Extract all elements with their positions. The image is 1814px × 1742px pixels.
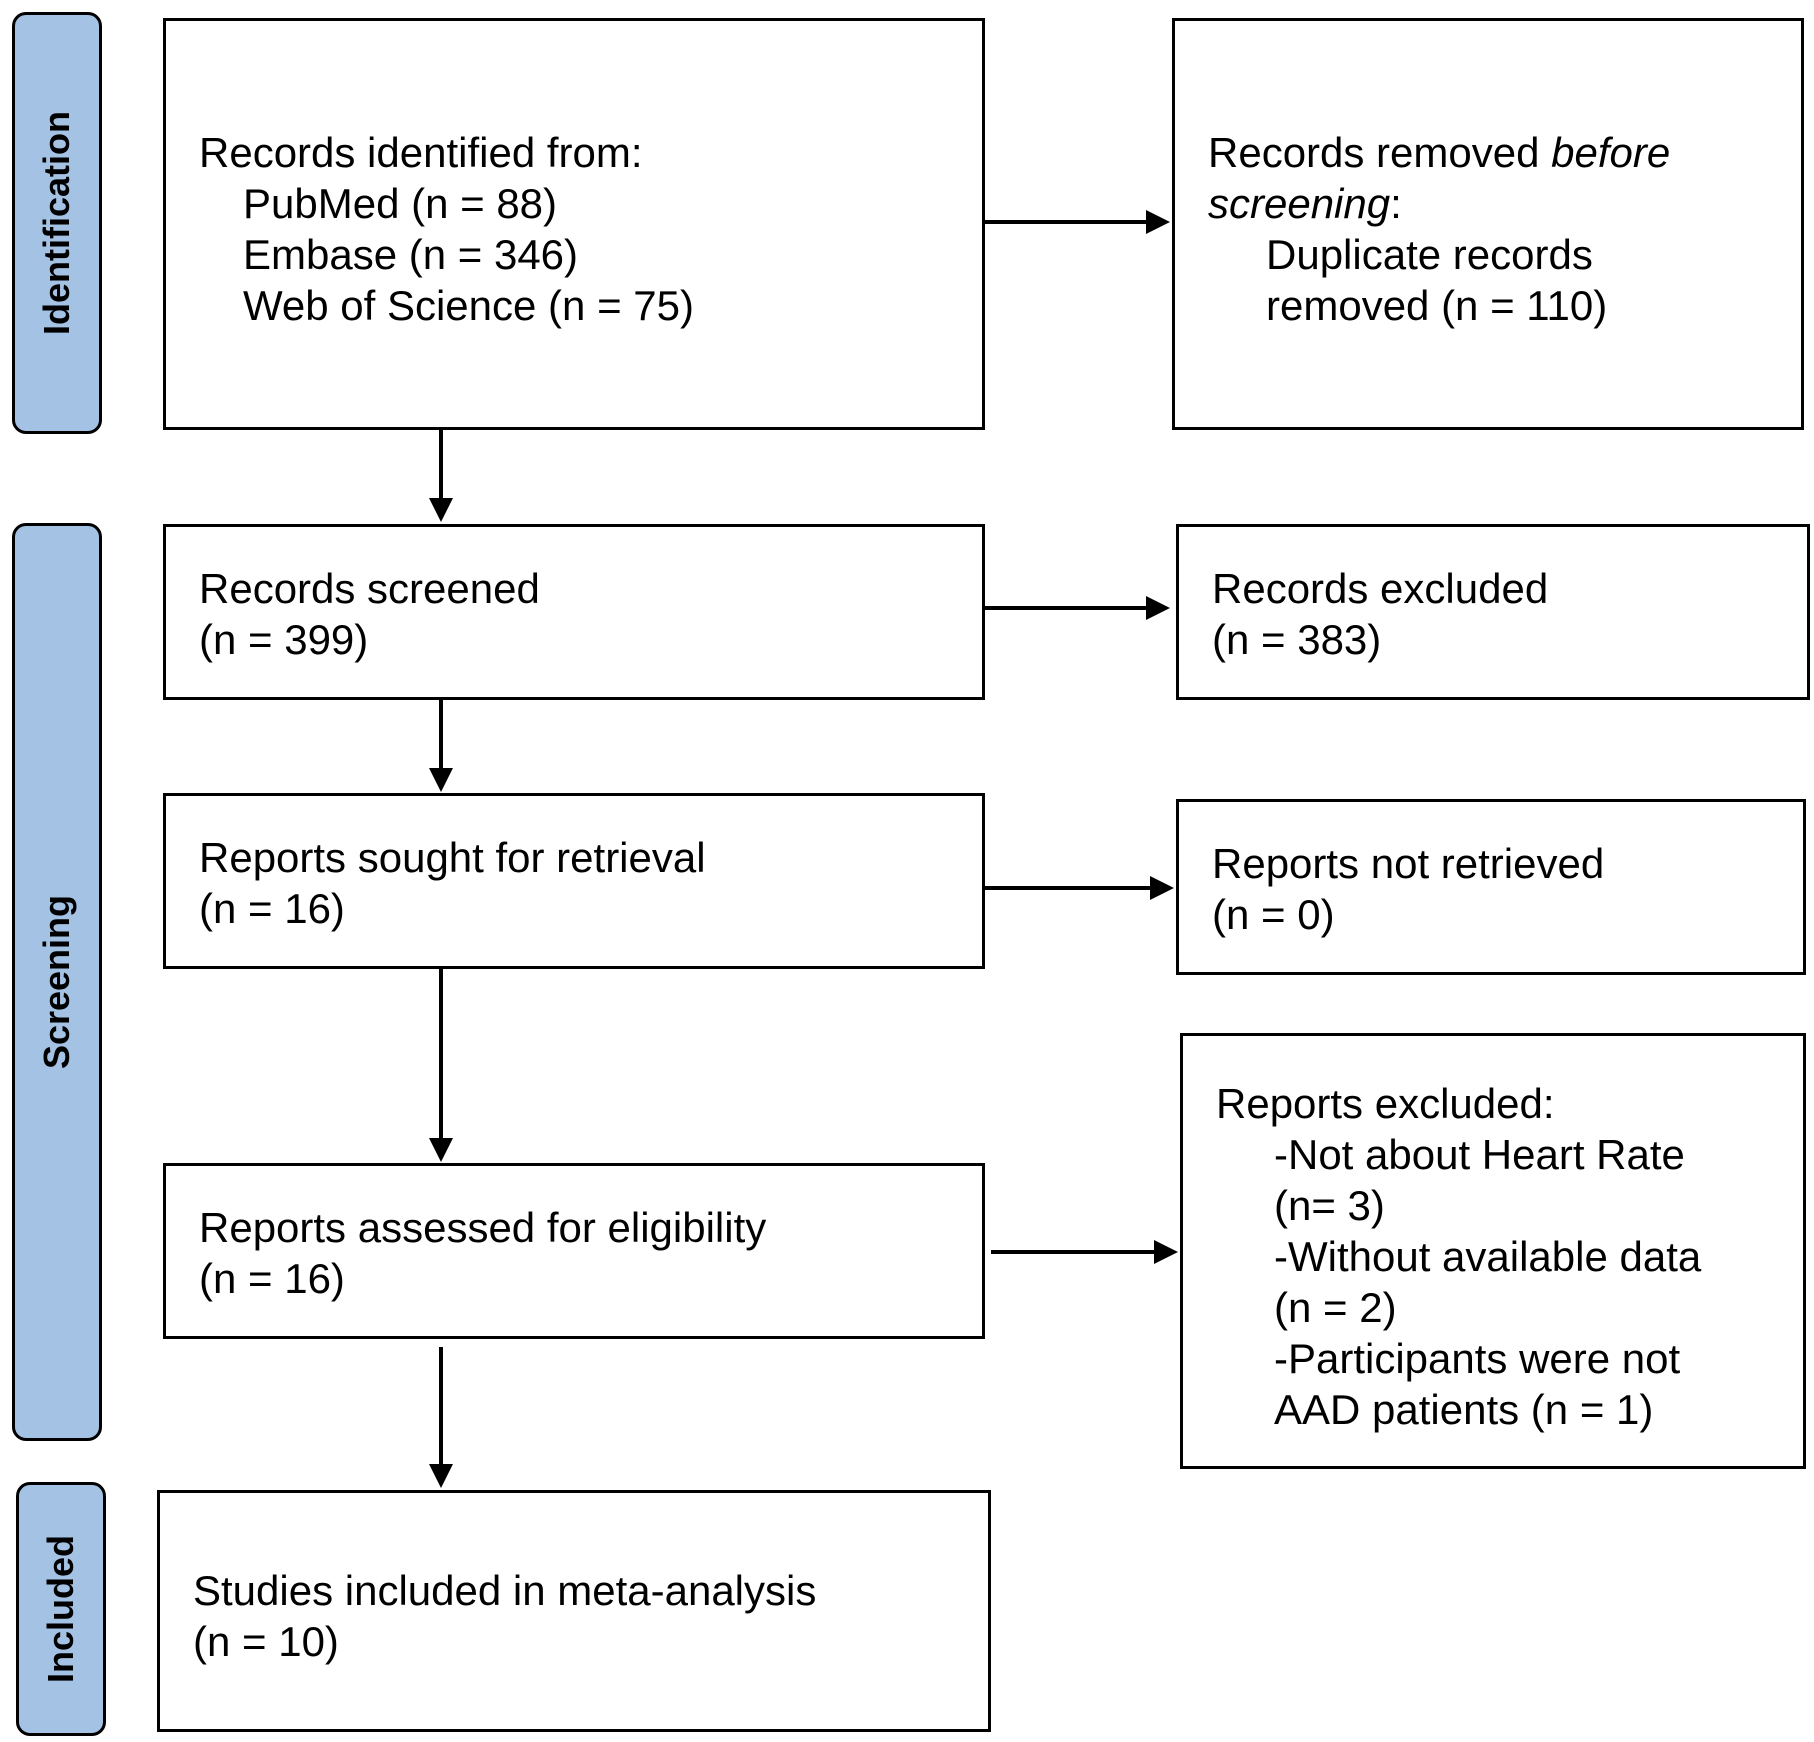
records-removed-title: Records removed before	[1208, 129, 1671, 176]
records-excluded-count: (n = 383)	[1212, 616, 1382, 663]
records-identified-box: Records identified from: PubMed (n = 88)…	[163, 18, 985, 430]
reports-not-retrieved-count: (n = 0)	[1212, 891, 1335, 938]
reports-assessed-box: Reports assessed for eligibility (n = 16…	[163, 1163, 985, 1339]
phase-included: Included	[16, 1482, 106, 1736]
reports-excluded-line: -Without available data	[1274, 1233, 1702, 1280]
arrowhead-not-retrieved	[1150, 876, 1174, 900]
reports-not-retrieved-box: Reports not retrieved (n = 0)	[1176, 799, 1806, 975]
reports-excluded-line: (n = 2)	[1274, 1284, 1397, 1331]
duplicates-line1: Duplicate records	[1266, 231, 1593, 278]
reports-excluded-line: AAD patients (n = 1)	[1274, 1386, 1654, 1433]
reports-excluded-line: (n= 3)	[1274, 1182, 1385, 1229]
reports-excluded-line: -Participants were not	[1274, 1335, 1681, 1382]
reports-assessed-count: (n = 16)	[199, 1255, 345, 1302]
phase-identification: Identification	[12, 12, 102, 434]
reports-sought-box: Reports sought for retrieval (n = 16)	[163, 793, 985, 969]
records-identified-title: Records identified from:	[199, 129, 643, 176]
phase-screening: Screening	[12, 523, 102, 1441]
arrowhead-records-excluded	[1146, 596, 1170, 620]
records-screened-count: (n = 399)	[199, 616, 369, 663]
records-removed-box: Records removed before screening: Duplic…	[1172, 18, 1804, 430]
records-screened-box: Records screened (n = 399)	[163, 524, 985, 700]
embase-count: Embase (n = 346)	[243, 231, 579, 278]
studies-included-title: Studies included in meta-analysis	[193, 1567, 817, 1614]
wos-count: Web of Science (n = 75)	[243, 282, 694, 329]
records-excluded-box: Records excluded (n = 383)	[1176, 524, 1810, 700]
arrowhead-reports-excluded	[1154, 1240, 1178, 1264]
arrowhead-included	[429, 1464, 453, 1488]
studies-included-box: Studies included in meta-analysis (n = 1…	[157, 1490, 991, 1732]
reports-excluded-box: Reports excluded: -Not about Heart Rate …	[1180, 1033, 1806, 1469]
arrowhead-sought	[429, 768, 453, 792]
pubmed-count: PubMed (n = 88)	[243, 180, 558, 227]
arrowhead-assessed	[429, 1138, 453, 1162]
records-excluded-title: Records excluded	[1212, 565, 1549, 612]
reports-assessed-title: Reports assessed for eligibility	[199, 1204, 767, 1251]
records-screened-title: Records screened	[199, 565, 540, 612]
duplicates-line2: removed (n = 110)	[1266, 282, 1608, 329]
reports-sought-title: Reports sought for retrieval	[199, 834, 706, 881]
reports-excluded-title: Reports excluded:	[1216, 1080, 1555, 1127]
studies-included-count: (n = 10)	[193, 1618, 339, 1665]
arrowhead-removed	[1146, 210, 1170, 234]
arrowhead-screened	[429, 498, 453, 522]
reports-not-retrieved-title: Reports not retrieved	[1212, 840, 1605, 887]
reports-sought-count: (n = 16)	[199, 885, 345, 932]
reports-excluded-line: -Not about Heart Rate	[1274, 1131, 1685, 1178]
